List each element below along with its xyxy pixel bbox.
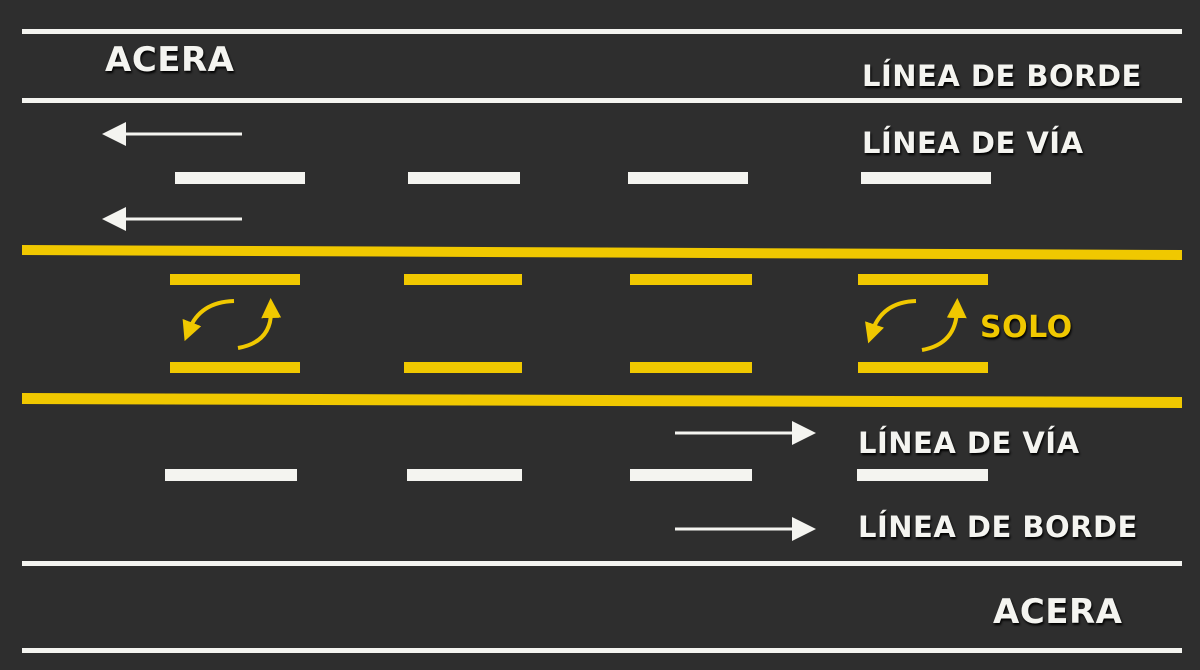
bottom-edge-line-label: LÍNEA DE BORDE: [858, 510, 1138, 544]
two-way-left-turn-arrows-icon: [865, 298, 967, 352]
two-way-left-turn-arrows-icon: [182, 298, 282, 350]
top-edge-line: [22, 98, 1182, 103]
only-label: SOLO: [980, 310, 1073, 345]
bottom-lane-line-label: LÍNEA DE VÍA: [858, 426, 1080, 460]
top-sidewalk-line: [22, 29, 1182, 34]
bottom-sidewalk-label: ACERA: [993, 592, 1123, 632]
center-solid-yellow-line-bottom: [22, 393, 1182, 408]
bottom-sidewalk-line: [22, 648, 1182, 653]
bottom-lane-dashes: [165, 469, 988, 481]
top-sidewalk-label: ACERA: [105, 40, 235, 80]
center-yellow-dashes-bottom: [170, 362, 988, 373]
bottom-edge-line: [22, 561, 1182, 566]
top-lane-dashes: [175, 172, 991, 184]
center-solid-yellow-line-top: [22, 245, 1182, 260]
center-yellow-dashes-top: [170, 274, 988, 285]
top-lane-line-label: LÍNEA DE VÍA: [862, 126, 1084, 160]
top-edge-line-label: LÍNEA DE BORDE: [862, 59, 1142, 93]
